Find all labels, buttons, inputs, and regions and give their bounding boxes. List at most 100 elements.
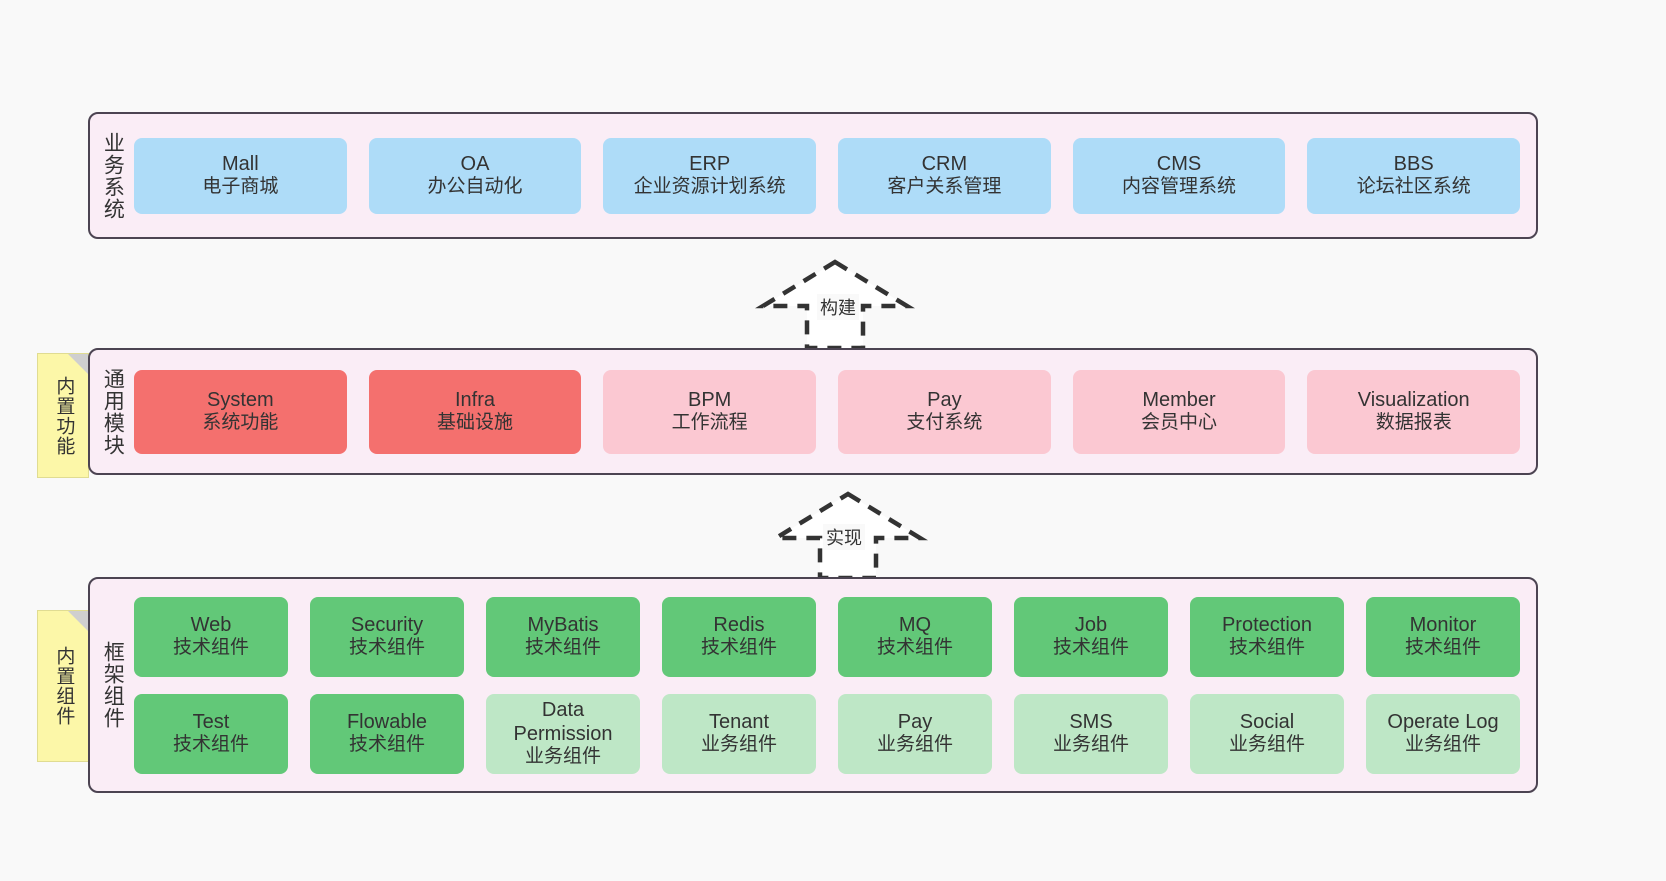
card-title: OA <box>460 153 490 176</box>
card-title: MQ <box>898 614 932 637</box>
card-subtitle: 电子商城 <box>202 176 279 198</box>
layer-framework-component: 框架组件 Web 技术组件 Security 技术组件 MyBatis 技术组件… <box>88 577 1538 793</box>
card-operate-log[interactable]: Operate Log 业务组件 <box>1366 693 1520 774</box>
card-infra[interactable]: Infra 基础设施 <box>368 369 582 454</box>
card-subtitle: 技术组件 <box>1052 637 1129 659</box>
card-title: Mall <box>222 153 259 176</box>
card-subtitle: 支付系统 <box>906 412 983 434</box>
card-job[interactable]: Job 技术组件 <box>1014 596 1168 677</box>
layer-body-common: System 系统功能 Infra 基础设施 BPM 工作流程 Pay 支付系统… <box>134 350 1536 473</box>
card-cms[interactable]: CMS 内容管理系统 <box>1072 137 1286 214</box>
card-row: System 系统功能 Infra 基础设施 BPM 工作流程 Pay 支付系统… <box>134 369 1521 454</box>
card-subtitle: 技术组件 <box>348 637 425 659</box>
card-member[interactable]: Member 会员中心 <box>1072 369 1286 454</box>
card-mybatis[interactable]: MyBatis 技术组件 <box>486 596 640 677</box>
card-title: Security <box>350 614 424 637</box>
card-subtitle: 技术组件 <box>1404 637 1481 659</box>
card-title: Data Permission <box>513 699 613 746</box>
card-security[interactable]: Security 技术组件 <box>310 596 464 677</box>
note-builtin-function: 内置功能 <box>37 353 89 478</box>
card-crm[interactable]: CRM 客户关系管理 <box>838 137 1051 214</box>
layer-title-business: 业务系统 <box>101 131 125 220</box>
card-title: Protection <box>1221 614 1313 637</box>
card-row: Mall 电子商城 OA 办公自动化 ERP 企业资源计划系统 CRM 客户关系… <box>134 137 1521 214</box>
card-bpm[interactable]: BPM 工作流程 <box>603 369 817 454</box>
layer-body-framework: Web 技术组件 Security 技术组件 MyBatis 技术组件 Redi… <box>134 579 1536 791</box>
card-title: CRM <box>921 153 968 176</box>
layer-title-common: 通用模块 <box>101 367 125 456</box>
card-system[interactable]: System 系统功能 <box>134 369 347 454</box>
card-title: Web <box>190 614 232 637</box>
card-title: CMS <box>1156 153 1202 176</box>
card-title: System <box>206 389 274 412</box>
card-tenant[interactable]: Tenant 业务组件 <box>662 693 816 774</box>
card-title: Pay <box>897 711 933 734</box>
card-title: Social <box>1239 711 1295 734</box>
card-title: SMS <box>1069 711 1113 734</box>
card-web[interactable]: Web 技术组件 <box>134 596 288 677</box>
card-title: Operate Log <box>1387 711 1499 734</box>
card-social[interactable]: Social 业务组件 <box>1190 693 1344 774</box>
note-label: 内置组件 <box>53 646 75 726</box>
card-subtitle: 技术组件 <box>1228 637 1305 659</box>
card-bbs[interactable]: BBS 论坛社区系统 <box>1307 137 1521 214</box>
connector-label-build: 构建 <box>817 294 859 320</box>
card-erp[interactable]: ERP 企业资源计划系统 <box>603 137 817 214</box>
card-subtitle: 业务组件 <box>1404 734 1481 756</box>
card-title: Test <box>192 711 230 734</box>
card-title: MyBatis <box>527 614 599 637</box>
card-row: Test 技术组件 Flowable 技术组件 Data Permission … <box>134 693 1520 774</box>
layer-title-framework: 框架组件 <box>101 641 125 729</box>
card-subtitle: 工作流程 <box>671 412 748 434</box>
card-title: BBS <box>1393 153 1434 176</box>
card-redis[interactable]: Redis 技术组件 <box>662 596 816 677</box>
card-subtitle: 系统功能 <box>202 412 279 434</box>
card-subtitle: 技术组件 <box>348 734 425 756</box>
card-mq[interactable]: MQ 技术组件 <box>838 596 992 677</box>
card-mall[interactable]: Mall 电子商城 <box>134 137 347 214</box>
card-protection[interactable]: Protection 技术组件 <box>1190 596 1344 677</box>
card-monitor[interactable]: Monitor 技术组件 <box>1366 596 1520 677</box>
card-subtitle: 技术组件 <box>876 637 953 659</box>
card-subtitle: 技术组件 <box>524 637 601 659</box>
layer-business-system: 业务系统 Mall 电子商城 OA 办公自动化 ERP 企业资源计划系统 CRM… <box>88 112 1538 239</box>
card-visualization[interactable]: Visualization 数据报表 <box>1307 369 1521 454</box>
card-subtitle: 技术组件 <box>700 637 777 659</box>
card-subtitle: 技术组件 <box>172 734 249 756</box>
card-subtitle: 会员中心 <box>1141 412 1218 434</box>
card-subtitle: 办公自动化 <box>427 176 523 198</box>
card-title: BPM <box>688 389 732 412</box>
card-title: Redis <box>713 614 765 637</box>
card-title: Job <box>1074 614 1108 637</box>
card-subtitle: 基础设施 <box>437 412 514 434</box>
card-title: ERP <box>689 153 731 176</box>
card-title: Member <box>1142 389 1216 412</box>
card-subtitle: 客户关系管理 <box>887 176 1002 198</box>
card-subtitle: 业务组件 <box>1228 734 1305 756</box>
card-row: Web 技术组件 Security 技术组件 MyBatis 技术组件 Redi… <box>134 596 1520 677</box>
card-title: Monitor <box>1409 614 1477 637</box>
card-title: Tenant <box>708 711 770 734</box>
connector-build: 构建 <box>755 258 915 351</box>
card-flowable[interactable]: Flowable 技术组件 <box>310 693 464 774</box>
card-oa[interactable]: OA 办公自动化 <box>368 137 582 214</box>
card-subtitle: 数据报表 <box>1375 412 1452 434</box>
layer-common-module: 通用模块 System 系统功能 Infra 基础设施 BPM 工作流程 Pay… <box>88 348 1538 475</box>
card-subtitle: 技术组件 <box>172 637 249 659</box>
card-test[interactable]: Test 技术组件 <box>134 693 288 774</box>
card-subtitle: 论坛社区系统 <box>1356 176 1471 198</box>
note-label: 内置功能 <box>53 375 75 456</box>
card-subtitle: 内容管理系统 <box>1122 176 1237 198</box>
card-title: Visualization <box>1357 389 1470 412</box>
card-data-permission[interactable]: Data Permission 业务组件 <box>486 693 640 774</box>
card-title: Infra <box>454 389 496 412</box>
card-pay-business[interactable]: Pay 业务组件 <box>838 693 992 774</box>
connector-implement: 实现 <box>768 490 928 581</box>
card-subtitle: 业务组件 <box>700 734 777 756</box>
note-builtin-component: 内置组件 <box>37 610 89 762</box>
card-title: Flowable <box>346 711 428 734</box>
card-sms[interactable]: SMS 业务组件 <box>1014 693 1168 774</box>
card-title: Pay <box>927 389 962 412</box>
card-pay[interactable]: Pay 支付系统 <box>838 369 1051 454</box>
